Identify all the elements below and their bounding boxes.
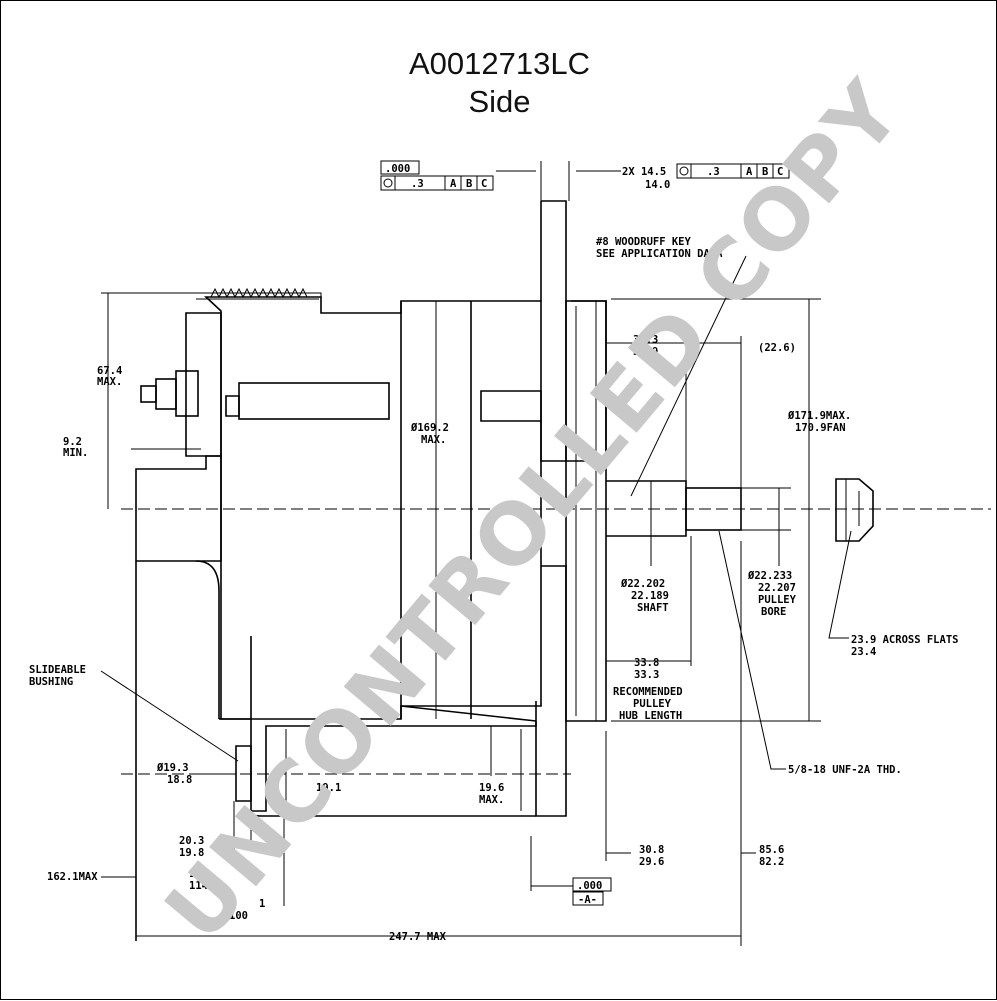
dim-32-top: 32.3 (633, 334, 658, 346)
dim-100-top: 1 (259, 898, 265, 910)
hub-label-3: HUB LENGTH (619, 710, 682, 722)
dim-22-6: (22.6) (758, 342, 796, 354)
dim-162: 162.1MAX (47, 871, 98, 883)
dim-bore-top: Ø22.233 (747, 570, 792, 582)
part-number: A0012713LC (409, 46, 590, 81)
dim-shaft-label: SHAFT (637, 602, 669, 614)
hub-label-2: PULLEY (633, 698, 672, 710)
dim-shaft-top: Ø22.202 (620, 578, 665, 590)
frame-tol-bottom: .000 (577, 880, 602, 892)
tolerance-frame-top-right: .3 A B C (676, 163, 790, 179)
dim-67-bot: MAX. (97, 376, 122, 388)
frame-tol-top-left: .000 (385, 163, 410, 175)
dim-169-top: Ø169.2 (410, 422, 449, 434)
dim-100-bot: 100 (229, 910, 248, 922)
datum-b-right: B (762, 166, 768, 178)
dim-bore-label-2: BORE (761, 606, 786, 618)
bushing-label-2: BUSHING (29, 676, 73, 688)
dim-19-3-bot: 18.8 (167, 774, 192, 786)
dim-30-top: 30.8 (639, 844, 664, 856)
dim-33-bot: 33.3 (634, 669, 659, 681)
dim-11x-bot: 114 (189, 880, 208, 892)
dim-30-bot: 29.6 (639, 856, 664, 868)
dim-flats-top: 23.9 ACROSS FLATS (851, 634, 958, 646)
dim-bore-label-1: PULLEY (758, 594, 797, 606)
dim-33-top: 33.8 (634, 657, 659, 669)
dim-19-6-top: 19.6 (479, 782, 504, 794)
dimension-labels: 2X 14.5 14.0 #8 WOODRUFF KEY SEE APPLICA… (29, 166, 958, 943)
datum-a-left: A (450, 178, 457, 190)
frame-pos-top-right: .3 (707, 166, 720, 178)
datum-c-left: C (481, 178, 487, 190)
dim-85-top: 85.6 (759, 844, 784, 856)
dim-32-bot: 30.9 (633, 346, 658, 358)
frame-pos-top-left: .3 (411, 178, 424, 190)
thread-label: 5/8-18 UNF-2A THD. (788, 764, 902, 776)
dim-9-bot: MIN. (63, 447, 88, 459)
dim-11x-top: 11 (189, 868, 202, 880)
tolerance-frame-top-left: .000 .3 A B C (380, 160, 494, 191)
dim-shaft-mid: 22.189 (631, 590, 669, 602)
dim-171-top: Ø171.9MAX. (787, 410, 851, 422)
woodruff-key-note: SEE APPLICATION DATA (596, 248, 723, 260)
bushing-label-1: SLIDEABLE (29, 664, 86, 676)
dim-20-top: 20.3 (179, 835, 204, 847)
uncontrolled-copy-watermark: UNCONTROLLED COPY (146, 62, 920, 959)
datum-a-bottom: -A- (578, 894, 597, 906)
woodruff-key-label: #8 WOODRUFF KEY (596, 236, 692, 248)
dim-19-3-top: Ø19.3 (156, 762, 189, 774)
view-name: Side (468, 84, 531, 119)
datum-b-left: B (466, 178, 472, 190)
dim-bore-mid: 22.207 (758, 582, 796, 594)
dim-flats-bot: 23.4 (851, 646, 876, 658)
dim-19-6-bot: MAX. (479, 794, 504, 806)
dim-171-bot: 170.9FAN (795, 422, 846, 434)
datum-c-right: C (777, 166, 783, 178)
dim-9-top: 9.2 (63, 436, 82, 448)
dimension-lines (100, 161, 852, 946)
hub-label-1: RECOMMENDED (613, 686, 683, 698)
dim-mount-2x-top: 2X 14.5 (622, 166, 666, 178)
dim-85-bot: 82.2 (759, 856, 784, 868)
dim-20-bot: 19.8 (179, 847, 204, 859)
alternator-outline (121, 200, 991, 941)
dim-67-top: 67.4 (97, 365, 122, 377)
dim-mount-2x-bot: 14.0 (645, 179, 670, 191)
title-block: A0012713LC Side (1, 45, 997, 121)
dim-169-bot: MAX. (421, 434, 446, 446)
dim-247: 247.7 MAX (389, 931, 447, 943)
tolerance-frame-bottom: .000 -A- (572, 877, 612, 906)
datum-a-right: A (746, 166, 753, 178)
dim-19-fragment: 19.1 (316, 782, 341, 794)
